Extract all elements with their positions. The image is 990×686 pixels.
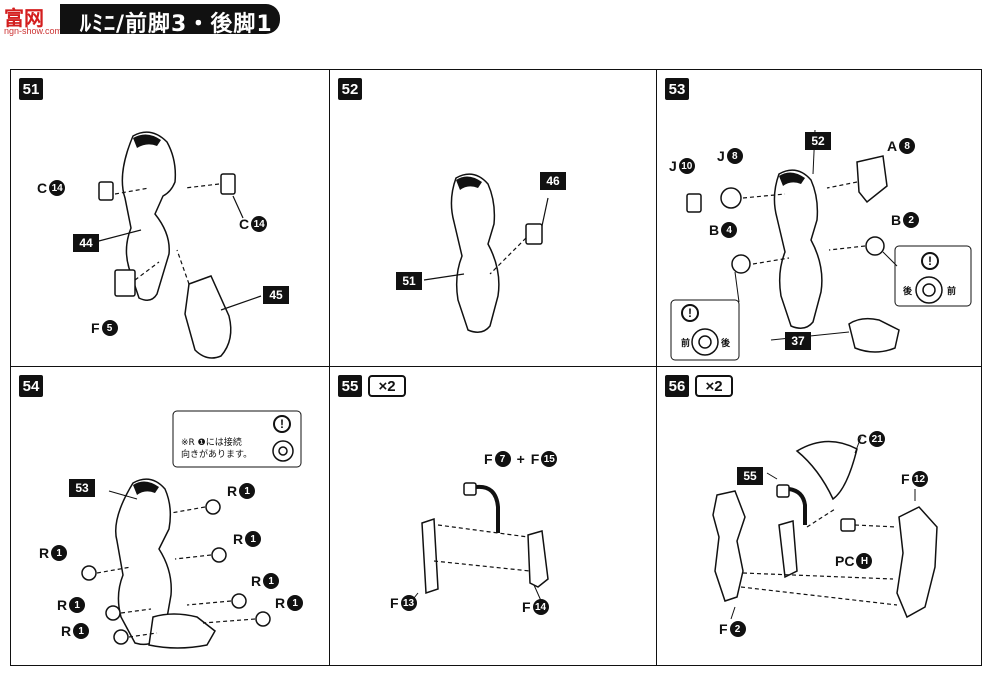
- front-label: 前: [947, 287, 957, 297]
- page-title: ﾙﾐﾆ/前脚3・後脚1・: [80, 12, 296, 37]
- multiplier-badge: ×2: [695, 375, 733, 397]
- warning-icon: !: [921, 252, 939, 270]
- label-part-46: 46: [540, 172, 566, 190]
- label-part-53: 53: [69, 479, 95, 497]
- back-label: 後: [721, 339, 731, 349]
- step-number: 52: [338, 78, 362, 100]
- assembly-diagram: [81, 410, 302, 649]
- label-part-44: 44: [73, 234, 99, 252]
- step-number: 55: [338, 375, 362, 397]
- step-panel-52: 52 46 51: [329, 69, 657, 367]
- site-logo: 富网: [4, 6, 44, 30]
- header: 富网 ngn-show.com ﾙﾐﾆ/前脚3・後脚1・: [0, 0, 295, 38]
- warning-icon: !: [681, 304, 699, 322]
- step-number: 54: [19, 375, 43, 397]
- label-part-45: 45: [263, 286, 289, 304]
- assembly-diagram: [712, 436, 938, 620]
- warning-icon: !: [273, 415, 291, 433]
- step-number: 56: [665, 375, 689, 397]
- connection-note: ※R ❶には接続 向きがあります。: [177, 433, 269, 465]
- multiplier-badge: ×2: [368, 375, 406, 397]
- step-number: 53: [665, 78, 689, 100]
- assembly-diagram: [409, 482, 549, 604]
- assembly-diagram: [670, 129, 972, 361]
- front-label: 前: [681, 339, 691, 349]
- label-part-37: 37: [785, 332, 811, 350]
- title-bar: [60, 4, 280, 34]
- assembly-diagram: [94, 131, 262, 359]
- label-part-51: 51: [396, 272, 422, 290]
- step-number: 51: [19, 78, 43, 100]
- label-part-55: 55: [737, 467, 763, 485]
- assembly-diagram: [423, 173, 549, 333]
- back-label: 後: [903, 287, 913, 297]
- label-part-52: 52: [805, 132, 831, 150]
- site-url: ngn-show.com: [4, 26, 63, 36]
